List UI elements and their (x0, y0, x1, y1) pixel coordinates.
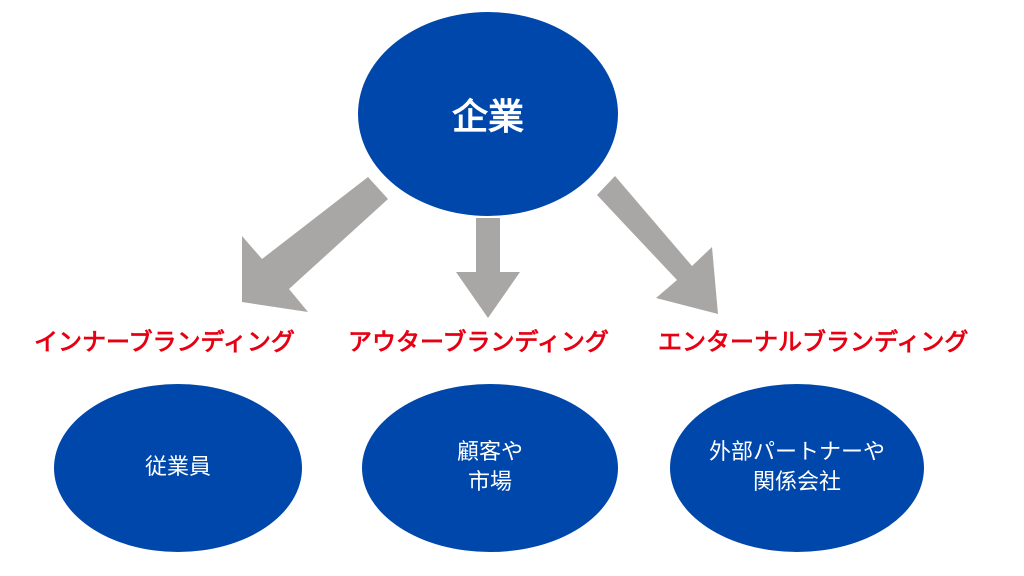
category-eternal-branding: エンターナルブランディング (658, 328, 969, 356)
customers-label-line1: 顧客や (456, 440, 523, 465)
partners-label-line1: 外部パートナーや (708, 440, 885, 465)
employees-node: 従業員 (54, 384, 302, 552)
category-outer-branding: アウターブランディング (348, 328, 609, 356)
employees-label: 従業員 (144, 455, 211, 480)
company-label: 企業 (451, 97, 524, 138)
category-inner-branding: インナーブランディング (34, 328, 295, 356)
arrow-to-outer-branding (456, 218, 520, 318)
arrow-to-inner-branding (242, 177, 388, 312)
partners-label-line2: 関係会社 (752, 470, 841, 495)
customers-market-node: 顧客や 市場 (362, 384, 618, 552)
company-node: 企業 (358, 12, 618, 216)
partners-affiliates-node: 外部パートナーや 関係会社 (670, 384, 924, 552)
arrow-to-eternal-branding (597, 176, 718, 314)
customers-label-line2: 市場 (467, 470, 512, 495)
